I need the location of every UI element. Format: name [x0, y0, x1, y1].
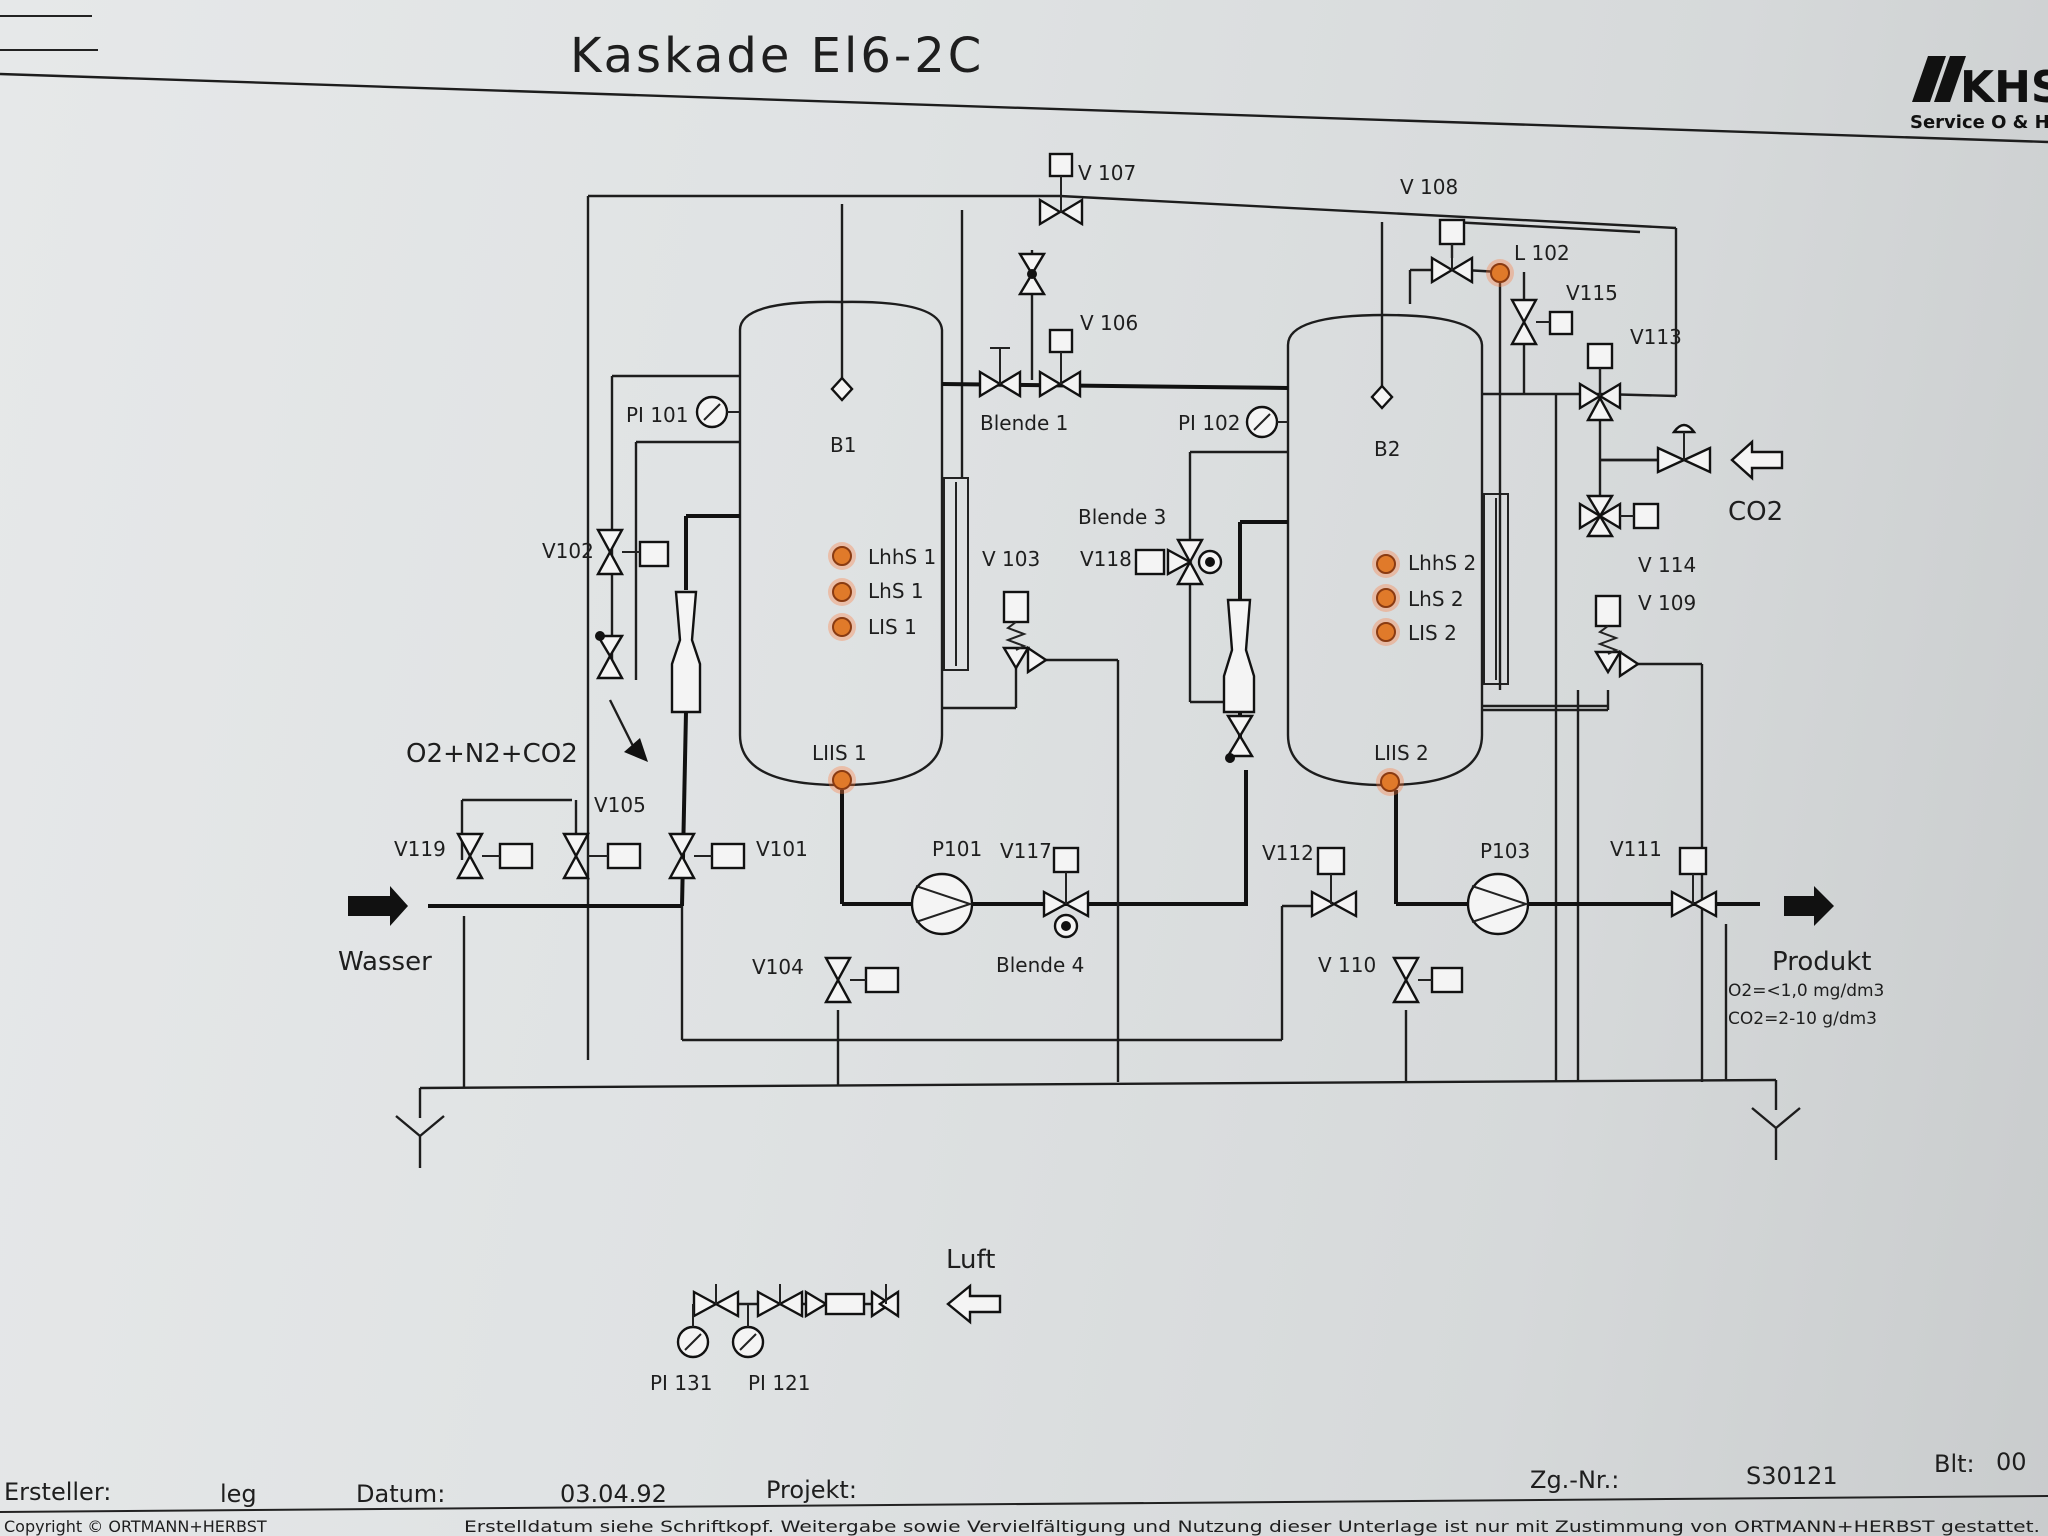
drawing-no-label: Zg.-Nr.: [1530, 1466, 1619, 1494]
label-blende4: Blende 4 [996, 953, 1084, 977]
label-v115: V115 [1566, 281, 1618, 305]
air-inlet-assembly [692, 1284, 900, 1327]
label-v101: V101 [756, 837, 808, 861]
label-v112: V112 [1262, 841, 1314, 865]
date-label: Datum: [356, 1480, 445, 1508]
copyright: Copyright © ORTMANN+HERBST [4, 1517, 267, 1536]
label-blende1: Blende 1 [980, 411, 1068, 435]
vessel-b1: B1 [738, 204, 969, 787]
label-l102: L 102 [1514, 241, 1570, 265]
label-p103: P103 [1480, 839, 1530, 863]
label-v107: V 107 [1078, 161, 1136, 185]
creator-label: Ersteller: [4, 1478, 111, 1506]
label-v114: V 114 [1638, 553, 1696, 577]
label-v118: V118 [1080, 547, 1132, 571]
vessel-b2-label: B2 [1374, 437, 1400, 461]
label-v103: V 103 [982, 547, 1040, 571]
label-spec-co2: CO2=2-10 g/dm3 [1728, 1009, 1877, 1029]
label-v111: V111 [1610, 837, 1662, 861]
flow-arrows [348, 439, 1834, 1325]
label-v108: V 108 [1400, 175, 1458, 199]
label-v119: V119 [394, 837, 446, 861]
pressure-gauges [676, 395, 1288, 1359]
sheet-label: Blt: [1934, 1450, 1975, 1478]
label-lhs1: LhS 1 [868, 579, 924, 603]
label-co2: CO2 [1728, 497, 1783, 527]
label-v102: V102 [542, 539, 594, 563]
label-liis1: LIIS 1 [812, 741, 867, 765]
label-liis2: LIIS 2 [1374, 741, 1429, 765]
label-p101: P101 [932, 837, 982, 861]
valve-symbols [455, 152, 1718, 1004]
pump-p103 [1466, 872, 1530, 936]
creator-value: leg [220, 1480, 257, 1508]
label-gas-out: O2+N2+CO2 [406, 739, 578, 769]
label-pi121: PI 121 [748, 1371, 811, 1395]
vessel-b1-label: B1 [830, 433, 856, 457]
label-spec-o2: O2=<1,0 mg/dm3 [1728, 981, 1884, 1001]
title-block: Kaskade El6-2C KHS Service O & H [0, 15, 2048, 144]
pump-p101 [910, 872, 974, 936]
label-lhs2: LhS 2 [1408, 587, 1464, 611]
label-v105: V105 [594, 793, 646, 817]
label-pi102: PI 102 [1178, 411, 1241, 435]
label-pi101: PI 101 [626, 403, 689, 427]
drawing-no-value: S30121 [1746, 1462, 1838, 1490]
project-label: Projekt: [766, 1476, 857, 1504]
label-lhhs2: LhhS 2 [1408, 551, 1476, 575]
level-indicators [828, 259, 1514, 796]
logo-subtitle: Service O & H [1910, 112, 2048, 133]
vessel-b2: B2 [1286, 222, 1509, 787]
date-value: 03.04.92 [560, 1480, 667, 1508]
label-v106: V 106 [1080, 311, 1138, 335]
label-v109: V 109 [1638, 591, 1696, 615]
usage-notice: Erstelldatum siehe Schriftkopf. Weiterga… [464, 1517, 2040, 1536]
labels: V 107 V 108 L 102 V115 V 106 V113 PI 101… [338, 161, 1884, 1395]
sheet-value: 00 [1996, 1448, 2027, 1476]
footer: Ersteller: leg Datum: 03.04.92 Projekt: … [0, 1448, 2048, 1536]
label-air: Luft [946, 1245, 995, 1275]
khs-logo: KHS Service O & H [1910, 56, 2048, 133]
label-lhhs1: LhhS 1 [868, 545, 936, 569]
label-v117: V117 [1000, 839, 1052, 863]
label-v110: V 110 [1318, 953, 1376, 977]
label-v104: V104 [752, 955, 804, 979]
label-product: Produkt [1772, 947, 1871, 977]
label-lis2: LIS 2 [1408, 621, 1457, 645]
label-v113: V113 [1630, 325, 1682, 349]
label-blende3: Blende 3 [1078, 505, 1166, 529]
label-lis1: LIS 1 [868, 615, 917, 639]
label-water: Wasser [338, 947, 432, 977]
label-pi131: PI 131 [650, 1371, 713, 1395]
page-title: Kaskade El6-2C [570, 28, 984, 84]
logo-text: KHS [1960, 62, 2048, 113]
